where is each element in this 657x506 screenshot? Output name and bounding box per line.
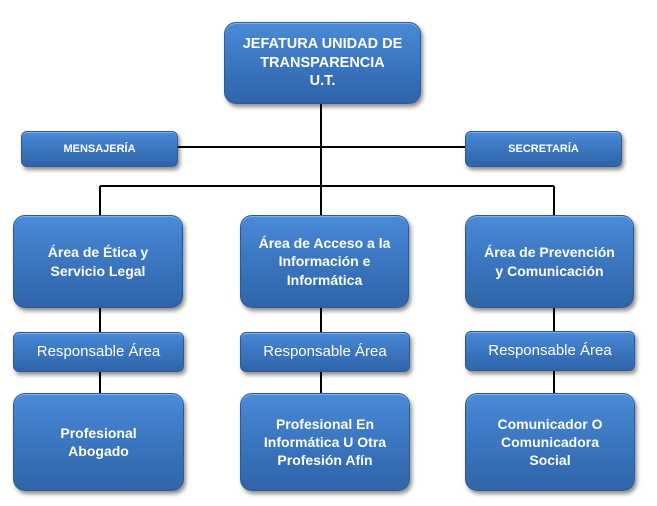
role-node-informatica[interactable]: Profesional En Informática U Otra Profes…	[240, 393, 410, 491]
staff-node-secretaria[interactable]: SECRETARÍA	[465, 131, 622, 167]
area-node-prevencion[interactable]: Área de Prevención y Comunicación	[465, 215, 634, 308]
area-node-etica[interactable]: Área de Ética y Servicio Legal	[13, 215, 183, 308]
responsible-node-acceso[interactable]: Responsable Área	[240, 332, 410, 372]
role-node-comunicador[interactable]: Comunicador O Comunicadora Social	[465, 393, 635, 491]
head-node[interactable]: JEFATURA UNIDAD DE TRANSPARENCIA U.T.	[224, 22, 421, 104]
responsible-node-etica[interactable]: Responsable Área	[13, 332, 184, 372]
responsible-node-prevencion[interactable]: Responsable Área	[465, 331, 635, 371]
role-node-abogado[interactable]: Profesional Abogado	[13, 393, 184, 491]
area-node-acceso[interactable]: Área de Acceso a la Información e Inform…	[240, 215, 409, 308]
staff-node-mensajeria[interactable]: MENSAJERÍA	[21, 131, 178, 167]
